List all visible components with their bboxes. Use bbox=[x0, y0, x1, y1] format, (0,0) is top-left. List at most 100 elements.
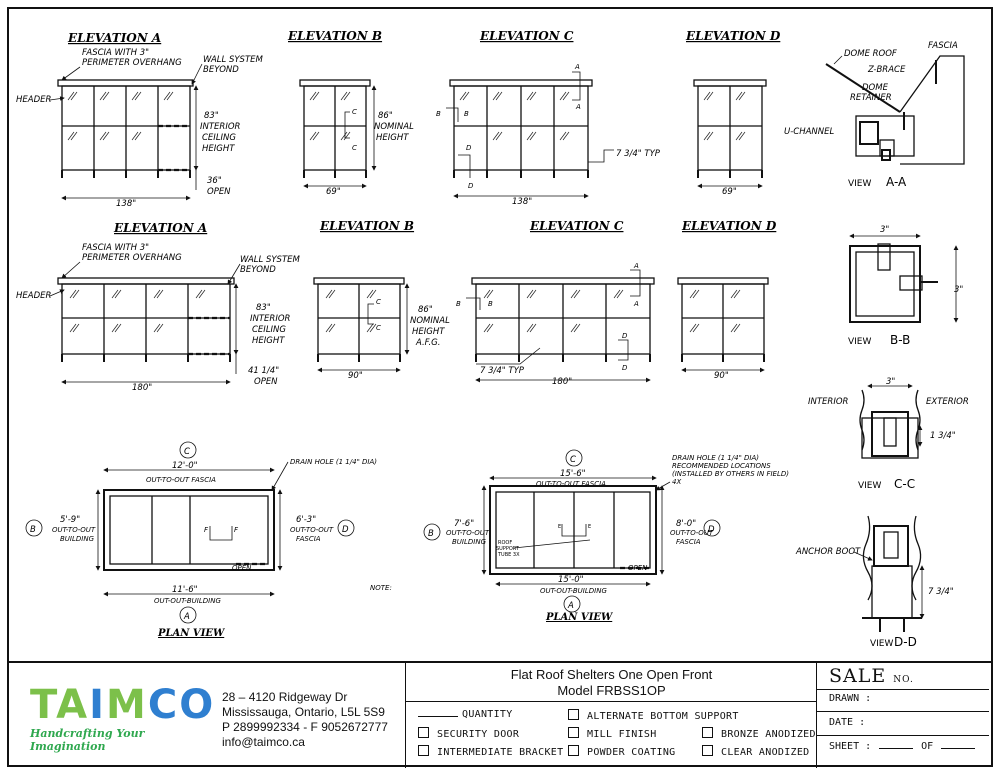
depth-dimension: 1 3/4" bbox=[930, 431, 956, 441]
view-name: C-C bbox=[894, 477, 915, 491]
powder-coating-option[interactable]: POWDER COATING bbox=[568, 745, 676, 758]
section-c-bottom: C bbox=[352, 144, 357, 152]
width-dimension: 180" bbox=[552, 377, 572, 387]
elevation-title: ELEVATION D bbox=[685, 29, 781, 43]
view-d-d: ANCHOR BOOT 7 3/4" VIEW D-D bbox=[795, 515, 954, 649]
roof-support-label: ROOF bbox=[498, 540, 512, 546]
view-c-c: 3" INTERIOR EXTERIOR 1 3/4" VIEW C-C bbox=[808, 377, 969, 491]
bottom-elevation-b: ELEVATION B C C 86" NOMINAL HEIGHT A.F.G… bbox=[313, 219, 450, 381]
nominal-label: NOMINAL bbox=[410, 316, 450, 326]
elevation-title: ELEVATION B bbox=[319, 219, 414, 233]
sale-cell: SALE NO. DRAWN : DATE : SHEET :OF bbox=[816, 663, 993, 768]
height-label: HEIGHT bbox=[202, 144, 235, 154]
overhang-label: PERIMETER OVERHANG bbox=[82, 253, 182, 263]
marker-a: A bbox=[183, 612, 190, 622]
view-name: B-B bbox=[890, 333, 910, 347]
section-a-top: A bbox=[574, 63, 580, 71]
view-label: VIEW bbox=[848, 337, 871, 347]
checkbox[interactable] bbox=[418, 727, 429, 738]
intermediate-bracket-option[interactable]: INTERMEDIATE BRACKET bbox=[418, 745, 563, 758]
view-b-b: 3" 3" VIEW B-B bbox=[848, 225, 963, 347]
section-e-right: E bbox=[588, 524, 591, 530]
interior-label: INTERIOR bbox=[808, 397, 849, 407]
section-c-top: C bbox=[376, 298, 381, 306]
height-label: HEIGHT bbox=[376, 133, 409, 143]
drawn-field[interactable]: DRAWN : bbox=[829, 693, 872, 704]
mill-finish-option[interactable]: MILL FINISH bbox=[568, 727, 657, 740]
section-a-top: A bbox=[633, 262, 639, 270]
section-d-top: D bbox=[466, 144, 472, 152]
open-dimension: 36" bbox=[207, 176, 222, 186]
title-block: TAIMCO Handcrafting Your Imagination 28 … bbox=[8, 661, 992, 768]
phone-fax: P 2899992334 - F 9052672777 bbox=[222, 720, 388, 734]
height-value: 86" bbox=[418, 305, 433, 315]
left-dimension-label: OUT-TO-OUT bbox=[52, 526, 96, 534]
logo-word: TAIMCO bbox=[30, 682, 216, 728]
fascia-label: FASCIA WITH 3" bbox=[82, 48, 149, 58]
security-door-option[interactable]: SECURITY DOOR bbox=[418, 727, 519, 740]
sale-label: SALE NO. bbox=[829, 665, 914, 687]
view-label: VIEW bbox=[848, 179, 871, 189]
section-b-right: B bbox=[488, 300, 493, 308]
marker-b: B bbox=[30, 525, 36, 535]
address-line-1: 28 – 4120 Ridgeway Dr bbox=[222, 690, 348, 704]
right-dimension-label: OUT-TO-OUT bbox=[670, 529, 714, 537]
marker-c: C bbox=[184, 447, 190, 457]
open-label: OPEN bbox=[207, 187, 231, 197]
drain-hole-label: DRAIN HOLE (1 1/4" DIA) bbox=[672, 454, 759, 462]
product-title: Flat Roof Shelters One Open Front bbox=[510, 667, 713, 682]
retainer-label: RETAINER bbox=[850, 93, 892, 103]
header-label: HEADER bbox=[16, 95, 51, 105]
view-a-a: DOME ROOF FASCIA Z-BRACE DOME RETAINER U… bbox=[784, 41, 965, 189]
bronze-anodized-option[interactable]: BRONZE ANODIZED bbox=[702, 727, 816, 740]
width-dimension: 69" bbox=[326, 187, 341, 197]
drain-installed-label: (INSTALLED BY OTHERS IN FIELD) bbox=[672, 470, 789, 478]
width-dimension: 90" bbox=[348, 371, 363, 381]
top-elevation-b: ELEVATION B C C 86" NOMINAL HEIGHT 69" bbox=[287, 29, 414, 197]
plan-view-1: C 12'-0" OUT-TO-OUT FASCIA DRAIN HOLE (1… bbox=[25, 441, 392, 639]
view-label: VIEW bbox=[858, 481, 881, 491]
left-dimension: 7'-6" bbox=[454, 519, 474, 529]
company-logo: TAIMCO Handcrafting Your Imagination bbox=[30, 682, 216, 753]
width-dimension: 3" bbox=[880, 225, 889, 235]
quantity-field[interactable]: QUANTITY bbox=[418, 709, 513, 720]
checkbox[interactable] bbox=[568, 745, 579, 756]
afg-label: A.F.G. bbox=[415, 338, 440, 348]
drain-hole-label: DRAIN HOLE (1 1/4" DIA) bbox=[290, 458, 377, 466]
logo-tagline: Handcrafting Your Imagination bbox=[30, 727, 145, 753]
right-dimension-label: OUT-TO-OUT bbox=[290, 526, 334, 534]
section-d-bottom: D bbox=[622, 364, 628, 372]
clear-anodized-option[interactable]: CLEAR ANODIZED bbox=[702, 745, 810, 758]
view-name: A-A bbox=[886, 175, 907, 189]
drain-count-label: 4X bbox=[672, 478, 681, 486]
sheet-field[interactable]: SHEET :OF bbox=[829, 741, 976, 752]
marker-b: B bbox=[428, 529, 434, 539]
checkbox[interactable] bbox=[568, 727, 579, 738]
checkbox[interactable] bbox=[702, 745, 713, 756]
dome-label: DOME bbox=[862, 83, 889, 93]
top-dimension-label: OUT-TO-OUT FASCIA bbox=[146, 476, 216, 484]
date-field[interactable]: DATE : bbox=[829, 717, 866, 728]
section-c-bottom: C bbox=[376, 324, 381, 332]
width-dimension: 90" bbox=[714, 371, 729, 381]
checkbox[interactable] bbox=[418, 745, 429, 756]
elevation-title: ELEVATION D bbox=[681, 219, 777, 233]
alternate-bottom-support-option[interactable]: ALTERNATE BOTTOM SUPPORT bbox=[568, 709, 739, 722]
checkbox[interactable] bbox=[568, 709, 579, 720]
right-dimension: 6'-3" bbox=[296, 515, 316, 525]
email-link[interactable]: info@taimco.ca bbox=[222, 735, 305, 749]
section-b-right: B bbox=[464, 110, 469, 118]
elevation-title: ELEVATION A bbox=[67, 31, 161, 45]
typical-dimension: 7 3/4" TYP bbox=[616, 149, 661, 159]
wall-system-label: WALL SYSTEM bbox=[240, 255, 301, 265]
section-d-top: D bbox=[622, 332, 628, 340]
checkbox[interactable] bbox=[702, 727, 713, 738]
top-elevation-d: ELEVATION D 69" bbox=[685, 29, 781, 197]
width-dimension: 180" bbox=[132, 383, 152, 393]
left-building-label: BUILDING bbox=[60, 535, 95, 543]
width-dimension: 3" bbox=[886, 377, 895, 387]
top-dimension: 15'-6" bbox=[560, 469, 586, 479]
bottom-dimension: 15'-0" bbox=[558, 575, 584, 585]
height-label: HEIGHT bbox=[252, 336, 285, 346]
product-model: Model FRBSS1OP bbox=[557, 683, 666, 698]
